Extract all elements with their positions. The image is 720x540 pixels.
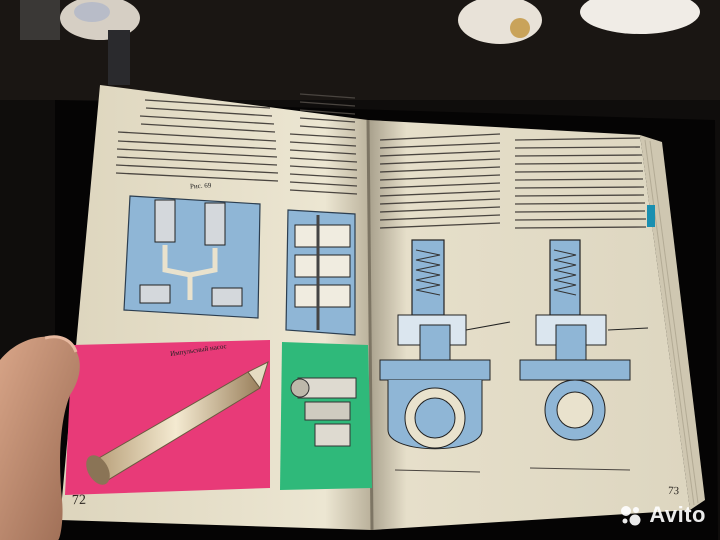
pink-panel-injector — [65, 340, 270, 495]
hand — [0, 335, 80, 540]
avito-watermark: Avito — [619, 502, 706, 528]
green-panel-mechanism — [280, 342, 372, 490]
watermark-text: Avito — [649, 502, 706, 527]
right-diagram-pump-1 — [379, 239, 511, 450]
left-page-text — [115, 93, 358, 195]
left-diagram-valve-block — [123, 195, 261, 319]
right-page-bottom-text — [394, 467, 631, 473]
avito-logo-icon — [621, 506, 641, 526]
left-diagram-piston-section — [285, 209, 356, 336]
right-page-text — [379, 133, 647, 229]
right-diagram-pump-2 — [519, 239, 649, 441]
right-page-number: 73 — [667, 484, 680, 498]
right-page-tab — [647, 205, 655, 227]
left-page-number: 72 — [71, 492, 87, 509]
left-top-figure-caption: Рис. 69 — [189, 181, 212, 191]
background-figurines — [20, 0, 700, 85]
